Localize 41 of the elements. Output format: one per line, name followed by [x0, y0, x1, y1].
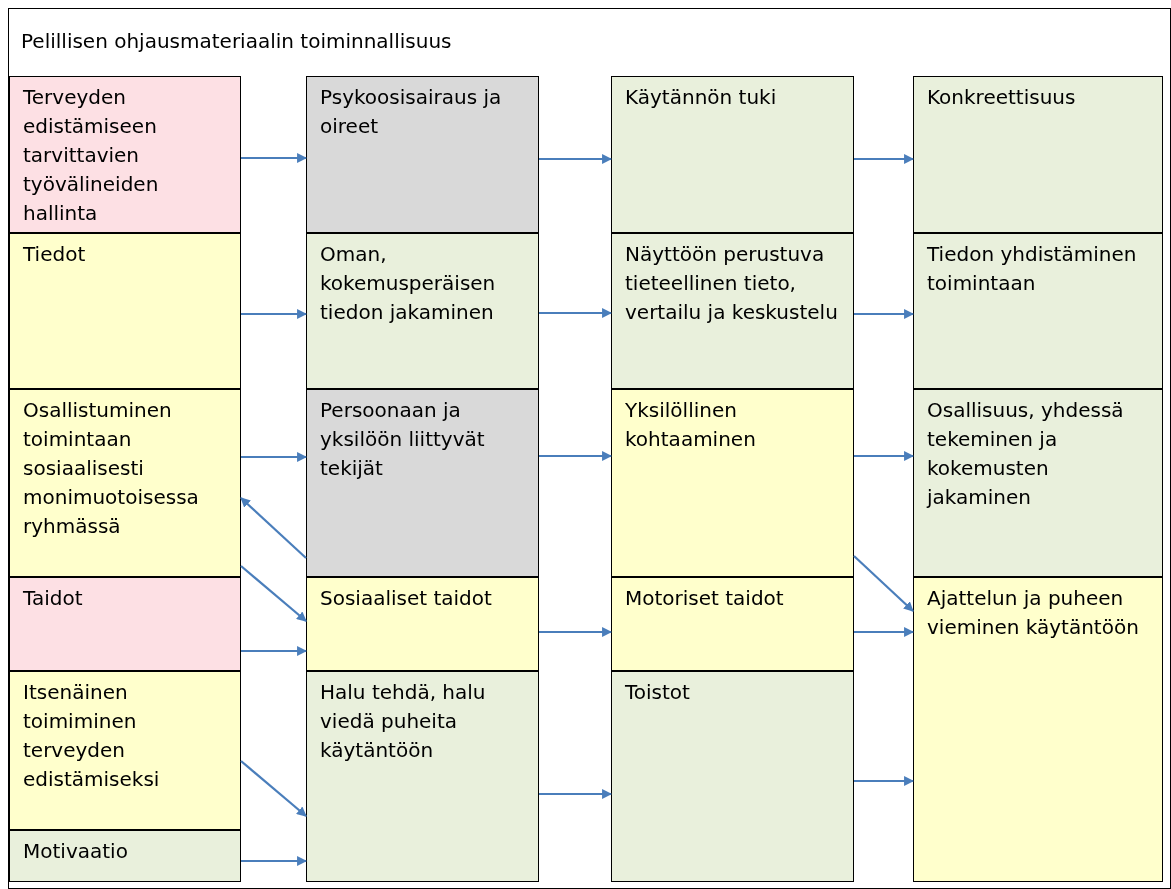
frame-box [8, 8, 1171, 889]
category-box: Oman, kokemusperäisen tiedon jakaminen [306, 233, 539, 389]
arrow [240, 497, 307, 559]
category-box: Tiedon yhdistäminen toimintaan [913, 233, 1163, 389]
arrow [854, 154, 914, 164]
arrow [854, 627, 914, 637]
arrow [539, 627, 612, 637]
category-box: Ajattelun ja puheen vieminen käytäntöön [913, 577, 1163, 882]
category-box: Persoonaan ja yksilöön liittyvät tekijät [306, 389, 539, 577]
arrow [241, 856, 307, 866]
arrow [853, 555, 914, 612]
arrow [241, 646, 307, 656]
category-box: Toistot [611, 671, 854, 882]
arrow [539, 154, 612, 164]
category-box: Osallisuus, yhdessä tekeminen ja kokemusten jakaminen [913, 389, 1163, 577]
category-box: Terveyden edistämiseen tarvittavien työvälineiden hallinta [9, 76, 241, 233]
arrow [241, 153, 307, 163]
arrow [539, 451, 612, 461]
arrow [240, 565, 307, 622]
category-box: Itsenäinen toimiminen terveyden edistämiseksi [9, 671, 241, 830]
category-box: Motivaatio [9, 830, 241, 882]
arrow [854, 309, 914, 319]
category-box: Motoriset taidot [611, 577, 854, 671]
category-box: Yksilöllinen kohtaaminen [611, 389, 854, 577]
category-box: Konkreettisuus [913, 76, 1163, 233]
arrow [240, 760, 307, 817]
arrow [241, 452, 307, 462]
arrow [241, 309, 307, 319]
arrow [854, 776, 914, 786]
arrow [854, 451, 914, 461]
category-box: Osallistuminen toimintaan sosiaalisesti monimuotoisessa ryhmässä [9, 389, 241, 577]
category-box: Käytännön tuki [611, 76, 854, 233]
category-box: Halu tehdä, halu viedä puheita käytäntöön [306, 671, 539, 882]
category-box: Sosiaaliset taidot [306, 577, 539, 671]
arrow [539, 789, 612, 799]
category-box: Taidot [9, 577, 241, 671]
frame-title: Pelillisen ohjausmateriaalin toiminnallisuus [21, 29, 452, 53]
category-box: Psykoosisairaus ja oireet [306, 76, 539, 233]
category-box: Näyttöön perustuva tieteellinen tieto, vertailu ja keskustelu [611, 233, 854, 389]
arrow [539, 308, 612, 318]
category-box: Tiedot [9, 233, 241, 389]
